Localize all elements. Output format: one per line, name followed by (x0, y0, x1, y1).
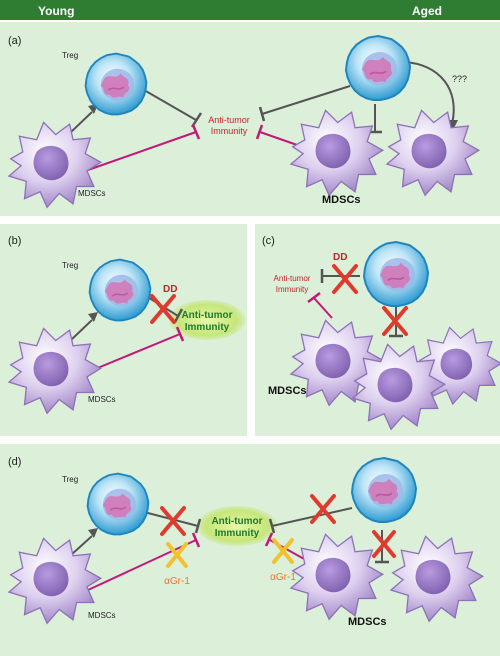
treg-label: Treg (62, 261, 78, 270)
treg-cell (351, 457, 417, 523)
block-x-icon (332, 264, 358, 294)
mdsc-inhibit-line (87, 131, 197, 171)
dd-label: DD (163, 284, 177, 295)
block-x-icon (150, 294, 176, 324)
panel-d-background (0, 444, 500, 656)
panel-a: (a) Treg Anti-tumor Immunity MDSCs MDSCs… (0, 22, 500, 216)
dd-label: DD (333, 252, 347, 263)
block-x-icon (372, 530, 396, 558)
arrowhead (88, 312, 98, 322)
mdscs-label: MDSCs (88, 395, 116, 404)
panel-b: (b) Treg DD Anti-tumor Immunity MDSCs (0, 224, 247, 436)
panel-a-letter: (a) (8, 35, 21, 47)
immunity-label: Anti-tumor (208, 115, 250, 125)
immunity-glow (197, 506, 277, 546)
panel-b-letter: (b) (8, 235, 21, 247)
header-young: Young (38, 4, 74, 18)
block-x-icon (160, 506, 186, 536)
inhibit-bar (268, 518, 276, 534)
aged-mdsc-inhibit-line (259, 131, 301, 147)
unknown-label: ??? (452, 74, 467, 84)
header-bar (0, 0, 500, 20)
aged-treg-inhibit-line (271, 507, 353, 527)
mdsc-inhibit-line (87, 333, 181, 373)
mdscs-label-aged: MDSCs (322, 194, 361, 206)
treg-label: Treg (62, 475, 78, 484)
inhibit-bar (264, 532, 274, 547)
mdscs-label: MDSCs (268, 385, 307, 397)
inhibit-bar (173, 308, 184, 323)
panel-c: (c) DD Anti-tumor Immunity MDSCs (255, 224, 500, 436)
arrowhead (88, 528, 98, 538)
aged-treg-inhibit-line (261, 85, 351, 115)
panel-d: (d) Treg Anti-tumor Immunity αGr-1 αGr-1… (0, 444, 500, 656)
block-x-icon (382, 306, 408, 336)
agr-label: αGr-1 (164, 576, 190, 587)
mdsc-inhibit-line (87, 539, 197, 591)
immunity-label: Anti-tumor (181, 310, 232, 321)
treg-label: Treg (62, 51, 78, 60)
immunity-label: Immunity (185, 322, 230, 333)
block-x-icon (310, 494, 336, 524)
immunity-label: Anti-tumor (274, 274, 311, 283)
treg-cell (84, 52, 148, 116)
antibody-x-icon (166, 542, 188, 568)
inhibit-bar (194, 518, 202, 534)
inhibit-bar (258, 106, 266, 122)
inhibit-bar (191, 532, 201, 548)
inhibit-bar (255, 124, 264, 140)
mdscs-label: MDSCs (88, 611, 116, 620)
treg-cell (86, 472, 150, 536)
immunity-label: Immunity (276, 285, 308, 294)
inhibit-bar (307, 292, 321, 303)
antibody-x-icon (272, 538, 294, 564)
mdscs-label: MDSCs (78, 189, 106, 198)
inhibit-bar (175, 326, 185, 342)
header-aged: Aged (412, 4, 442, 18)
treg-inhibit-line (143, 89, 197, 121)
immunity-glow (169, 300, 245, 340)
panel-c-letter: (c) (262, 235, 275, 247)
mdscs-label-aged: MDSCs (348, 616, 387, 628)
immunity-label: Immunity (215, 528, 260, 539)
inhibit-bar (190, 112, 203, 128)
agr-label: αGr-1 (270, 572, 296, 583)
mdsc-inhibit-line (313, 297, 333, 319)
inhibit-bar (191, 124, 201, 140)
unknown-curve-arrow (403, 61, 455, 125)
panel-d-letter: (d) (8, 456, 21, 468)
treg-cell (345, 35, 411, 101)
treg-cell (363, 241, 429, 307)
immunity-label: Anti-tumor (211, 516, 262, 527)
immunity-label: Immunity (211, 126, 248, 136)
treg-cell (88, 258, 152, 322)
